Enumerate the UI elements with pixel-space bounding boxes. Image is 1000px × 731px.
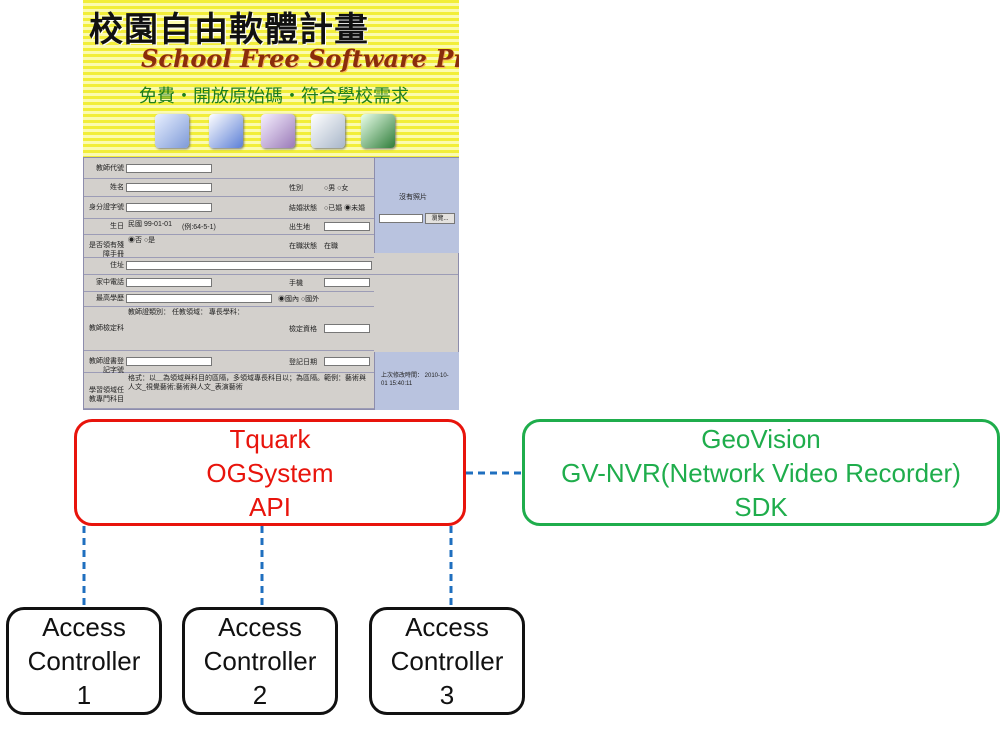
banner-subtitle: School Free Software Project xyxy=(141,44,459,73)
photo-label: 沒有照片 xyxy=(399,194,427,201)
form-row-label: 家中電話 xyxy=(96,279,124,286)
form-row-right-input[interactable] xyxy=(324,221,370,231)
controller-line-2: Controller xyxy=(27,646,141,676)
form-row-value[interactable]: 教師證類別： 任教領域： 專長學科： xyxy=(128,309,244,316)
printer-icon xyxy=(311,114,345,148)
form-row-right-value[interactable]: ○男 ○女 xyxy=(324,184,349,192)
school-software-screenshot: 校園自由軟體計畫 School Free Software Project 免費… xyxy=(83,0,459,410)
geovision-line-3: SDK xyxy=(734,491,788,522)
form-row-right-value[interactable]: 在職 xyxy=(324,243,338,250)
access-controller-1-box: Access Controller 1 xyxy=(6,607,162,715)
form-row: 姓名 性別 ○男 ○女 xyxy=(84,178,374,197)
tquark-line-3: API xyxy=(249,491,291,522)
form-row-input[interactable] xyxy=(126,261,372,270)
teacher-form: 沒有照片 瀏覽... 教師代號姓名 性別 ○男 ○女身分證字號 結婚狀態 ○已婚 ◉未婚… xyxy=(83,157,459,410)
form-row: 學習領域任教專門科目格式：以＿為領域與科目的區隔，多領域專長科目以；為區隔。範例… xyxy=(84,372,458,409)
form-row-right-input[interactable] xyxy=(324,323,370,333)
graduation-icon xyxy=(361,114,395,148)
form-row-input[interactable] xyxy=(126,202,212,212)
form-row: 住址 xyxy=(84,257,458,275)
tquark-ogsystem-api-box: Tquark OGSystem API xyxy=(74,419,466,526)
controller-line-2: Controller xyxy=(390,646,504,676)
form-row: 教師證書登記字號 登記日期 xyxy=(84,350,374,374)
photo-panel: 沒有照片 瀏覽... xyxy=(374,158,459,253)
controller-line-3: 1 xyxy=(76,680,92,710)
access-controller-2-box: Access Controller 2 xyxy=(182,607,338,715)
controller-line-1: Access xyxy=(42,612,126,642)
controller-line-1: Access xyxy=(405,612,489,642)
form-row-label: 住址 xyxy=(110,262,124,269)
form-row-label: 教師檢定科 xyxy=(89,324,124,332)
form-row-right-input[interactable] xyxy=(324,356,370,366)
form-row-right-input[interactable] xyxy=(324,278,370,287)
form-row-value[interactable]: 民國 99-01-01 xyxy=(128,221,172,228)
form-row-label: 身分證字號 xyxy=(89,203,124,211)
form-row-input[interactable] xyxy=(126,182,212,192)
last-modified: 上次修改時間： 2010-10-01 15:40:11 xyxy=(374,352,459,410)
form-row-value[interactable]: 格式：以＿為領域與科目的區隔，多領域專長科目以；為區隔。範例：藝術與人文_視覺藝… xyxy=(128,375,366,391)
form-row-label: 學習領域任教專門科目 xyxy=(89,386,124,403)
tquark-line-1: Tquark xyxy=(229,423,311,454)
access-controller-3-box: Access Controller 3 xyxy=(369,607,525,715)
form-row-right-label: 登記日期 xyxy=(289,358,317,366)
tquark-line-2: OGSystem xyxy=(206,457,334,488)
form-row-input[interactable] xyxy=(126,294,272,303)
controller-line-3: 3 xyxy=(439,680,455,710)
sfs3-document-icon xyxy=(209,114,243,148)
banner-title: 校園自由軟體計畫 xyxy=(89,10,369,50)
controller-line-1: Access xyxy=(218,612,302,642)
form-row-hint: (例:64-5-1) xyxy=(182,224,216,231)
form-row-right-label: 檢定資格 xyxy=(289,325,317,333)
controller-line-3: 2 xyxy=(252,680,268,710)
form-row-label: 姓名 xyxy=(110,183,124,191)
form-row-right-value[interactable]: ○已婚 ◉未婚 xyxy=(324,204,366,212)
form-row-label: 最高學歷 xyxy=(96,295,124,302)
form-row-label: 教師代號 xyxy=(96,164,124,172)
form-row-label: 教師證書登記字號 xyxy=(89,357,124,374)
form-row-right-label: 出生地 xyxy=(289,223,310,231)
browse-button[interactable]: 瀏覽... xyxy=(425,213,455,224)
form-row-right-label: 結婚狀態 xyxy=(289,204,317,212)
form-row-input[interactable] xyxy=(126,163,212,173)
geovision-line-1: GeoVision xyxy=(701,423,821,454)
geovision-sdk-box: GeoVision GV-NVR(Network Video Recorder)… xyxy=(522,419,1000,526)
form-row-input[interactable] xyxy=(126,356,212,366)
banner-slogan: 免費・開放原始碼・符合學校需求 xyxy=(139,86,409,107)
form-row: 家中電話 手機 xyxy=(84,274,374,292)
form-row-input[interactable] xyxy=(126,278,212,287)
geovision-line-2: GV-NVR(Network Video Recorder) xyxy=(561,457,961,488)
form-row-right-label: 手機 xyxy=(289,280,303,287)
form-row: 生日民國 99-01-01 (例:64-5-1) 出生地 xyxy=(84,218,374,235)
form-row: 教師代號 xyxy=(84,158,374,179)
form-row: 身分證字號 結婚狀態 ○已婚 ◉未婚 xyxy=(84,196,374,219)
form-row: 教師檢定科 教師證類別： 任教領域： 專長學科： 檢定資格 xyxy=(84,306,374,351)
form-row-right-label: 性別 xyxy=(289,184,303,192)
form-row: 最高學歷 ◉國內 ○國外 xyxy=(84,291,374,307)
form-row-right-value[interactable]: ◉國內 ○國外 xyxy=(278,296,320,303)
heart-calendar-icon xyxy=(261,114,295,148)
controller-line-2: Controller xyxy=(203,646,317,676)
form-row-label: 是否領有殘障手冊 xyxy=(89,242,124,258)
form-row: 是否領有殘障手冊 ◉否 ○是在職狀態在職 xyxy=(84,234,374,258)
form-row-label: 生日 xyxy=(110,222,124,230)
banner: 校園自由軟體計畫 School Free Software Project 免費… xyxy=(83,0,459,157)
form-row-right-label: 在職狀態 xyxy=(289,243,317,250)
photo-file-input[interactable] xyxy=(379,214,423,223)
form-row-value[interactable]: ◉否 ○是 xyxy=(128,237,156,244)
calendar-icon xyxy=(155,114,189,148)
